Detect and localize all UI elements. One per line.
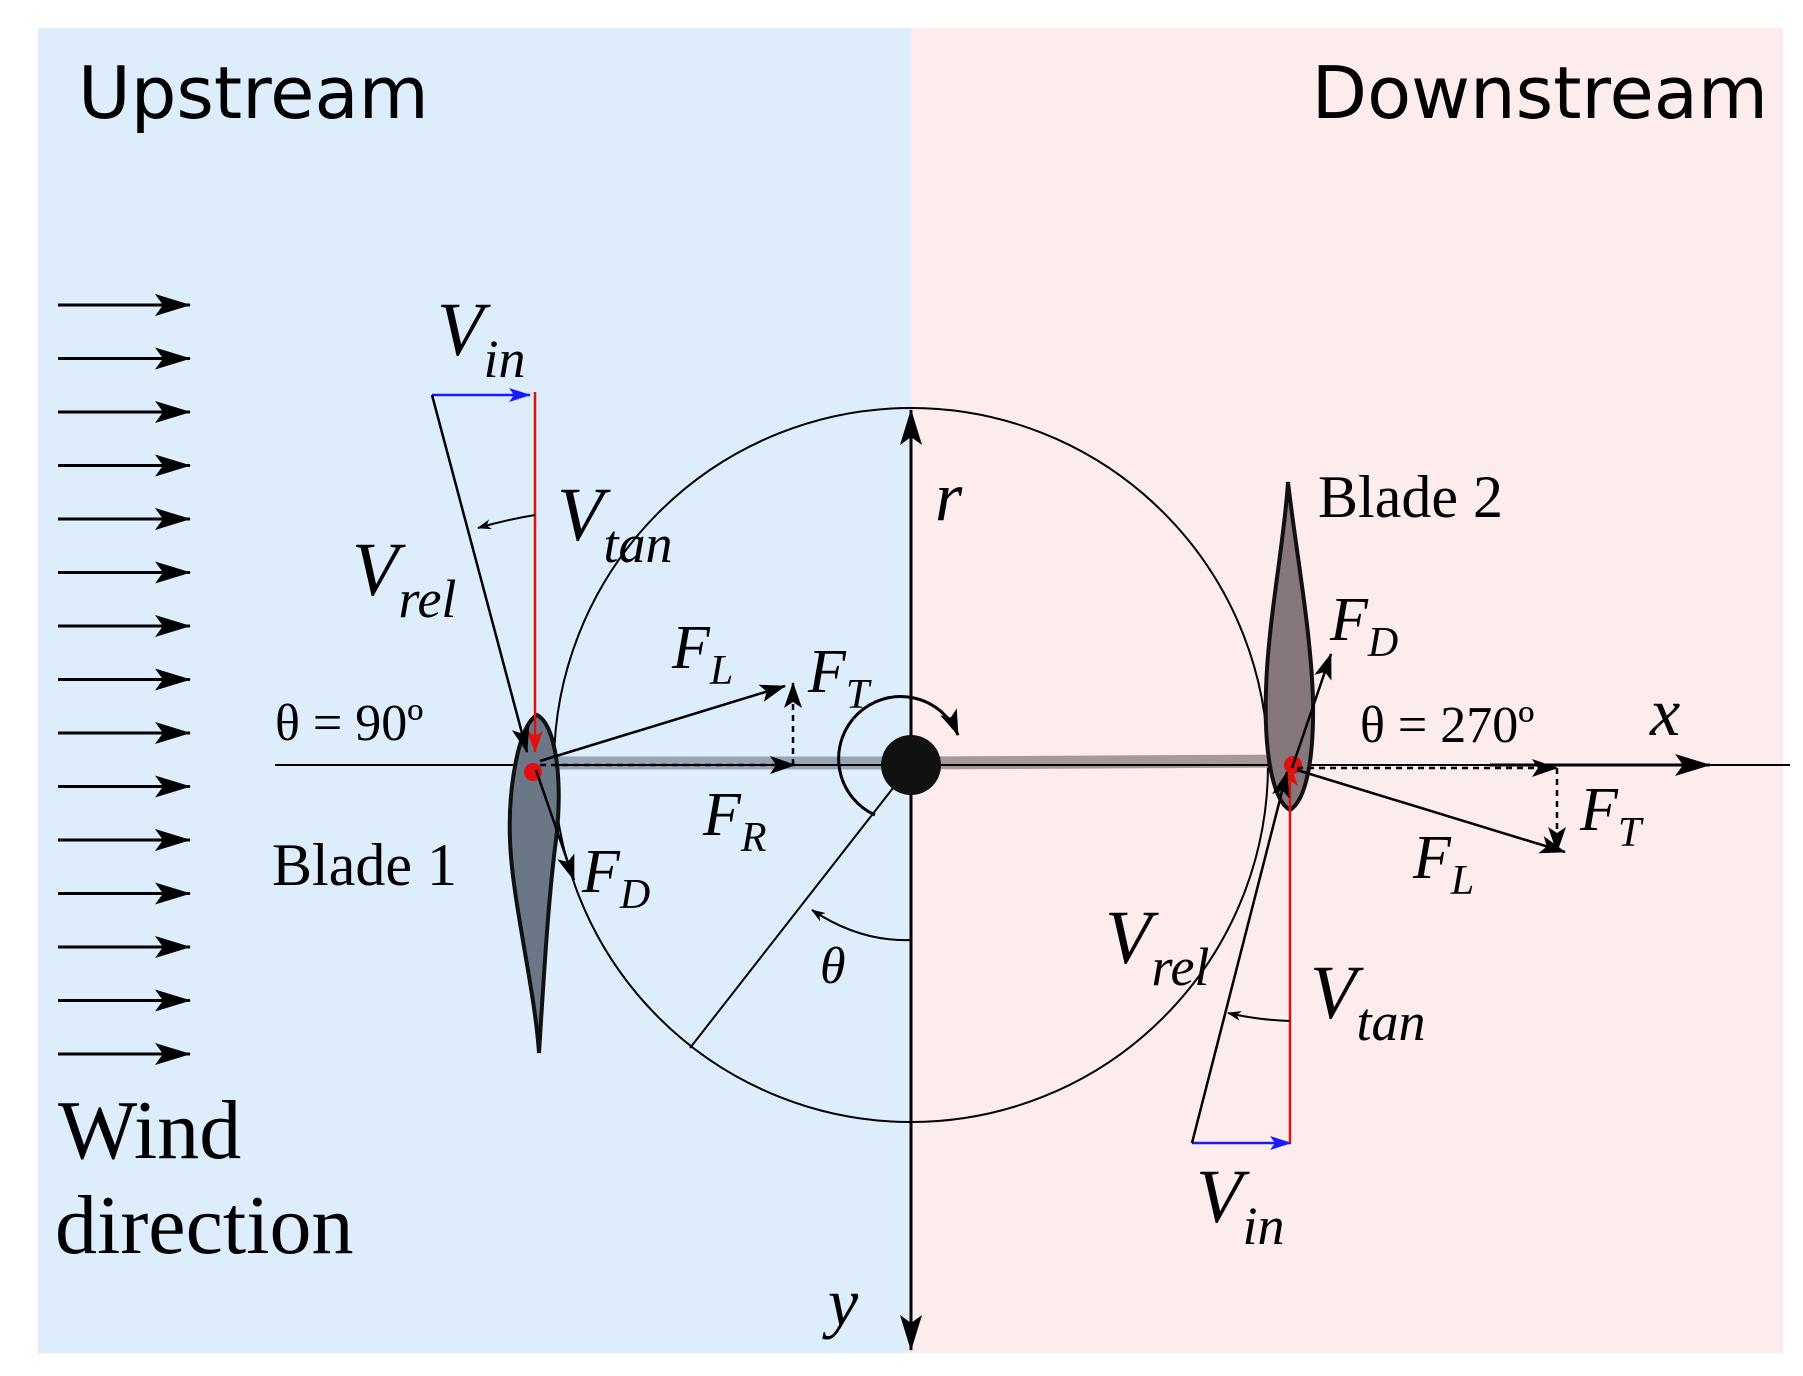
downstream-region [911,28,1783,1353]
blade1-vtan-label: Vtan [557,473,672,574]
svg-text:FR: FR [702,781,767,861]
wind-label-line2: direction [55,1179,354,1272]
blade1-name: Blade 1 [272,832,457,898]
svg-text:FL: FL [1412,824,1474,904]
theta-label: θ [820,938,846,995]
wind-label-line1: Wind [58,1084,241,1177]
svg-text:FL: FL [671,614,733,694]
blade1-vin-label: Vin [437,288,525,389]
blade2-thrust-label: FT [1579,776,1644,856]
blade1-angle: θ = 90º [275,695,423,752]
svg-text:Vin: Vin [437,288,525,389]
svg-text:FD: FD [1329,586,1398,666]
blade2-drag-arrow [1290,653,1333,769]
blade2-drag-label: FD [1329,586,1398,666]
svg-text:FD: FD [581,838,650,918]
blade2-name: Blade 2 [1318,464,1503,530]
blade2-vtan-label: Vtan [1310,951,1425,1052]
upstream-title: Upstream [78,51,429,135]
blade2-arm [916,754,1294,770]
blade2-vrel-label: Vrel [1105,896,1209,997]
blade2-angle: θ = 270º [1360,697,1534,754]
wind-arrows [58,294,191,1065]
svg-text:FT: FT [807,638,872,718]
downstream-title: Downstream [1312,51,1768,135]
svg-text:Vin: Vin [1196,1155,1284,1256]
blade1-vrel-label: Vrel [352,528,456,629]
blade2-lift-label: FL [1412,824,1474,904]
blade1-lift-arrow [539,684,786,763]
svg-text:Vtan: Vtan [1310,951,1425,1052]
blade1-lift-label: FL [671,614,733,694]
blade2-vin-label: Vin [1196,1155,1284,1256]
svg-text:Vrel: Vrel [1105,896,1209,997]
svg-text:Vrel: Vrel [352,528,456,629]
svg-text:FT: FT [1579,776,1644,856]
r-label: r [935,459,963,536]
blade2-lift-arrow [1296,768,1566,854]
blade1-flow-angle-arc [477,514,536,530]
theta-radius [689,764,912,1049]
blade1-thrust-label: FT [807,638,872,718]
x-axis-label: x [1649,674,1680,750]
blade1-radial-label: FR [702,781,767,861]
svg-text:Vtan: Vtan [557,473,672,574]
theta-arc [811,909,912,942]
blade1-vrel-arrow [430,394,530,753]
rotation-arrow [837,695,960,817]
hub [881,735,941,795]
blade2-vrel-arrow [1190,771,1290,1144]
blade2-flow-angle-arc [1227,1011,1291,1022]
blade1-drag-label: FD [581,838,650,918]
blade1-drag-arrow [534,769,576,881]
y-axis-label: y [822,1264,859,1340]
